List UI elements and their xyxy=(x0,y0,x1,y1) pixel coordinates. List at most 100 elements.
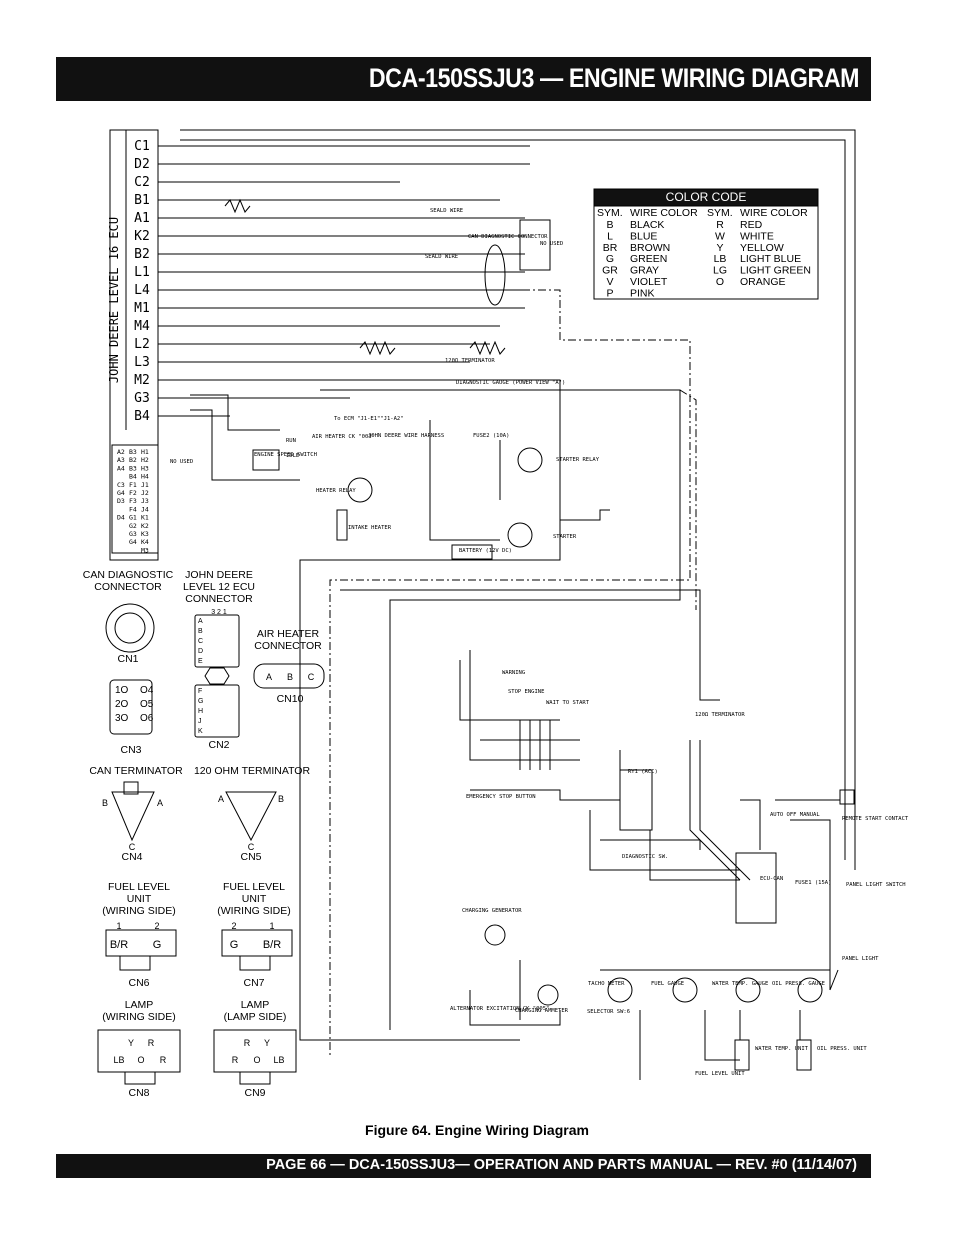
cn10-pin: C xyxy=(308,672,315,682)
cn4-id: CN4 xyxy=(121,851,142,863)
cn7-num: 1 xyxy=(269,921,274,931)
cn9-label: (LAMP SIDE) xyxy=(224,1011,287,1023)
cn9-pin: R xyxy=(232,1055,239,1065)
cn1-outer xyxy=(105,603,155,653)
label-water-temp-unit: WATER TEMP. UNIT xyxy=(755,1046,809,1052)
cn2-cols: 3 2 1 xyxy=(211,609,227,616)
cn2-label: JOHN DEERE xyxy=(185,569,253,581)
ecu-grid-cell: H1 xyxy=(141,448,149,456)
cn2-row: G xyxy=(198,698,203,705)
color-code-cell: W xyxy=(715,230,725,242)
cn1-label: CAN DIAGNOSTIC xyxy=(83,569,174,581)
cn2-row: F xyxy=(198,688,202,695)
label-selector-sw: SELECTOR SW:6 xyxy=(587,1009,630,1015)
cn10-frame xyxy=(253,663,325,689)
cn7-label: FUEL LEVEL xyxy=(223,881,285,893)
cn3-frame xyxy=(109,679,153,735)
label-no-used-2: NO USED xyxy=(540,241,563,247)
ecu-pin-B2: B2 xyxy=(134,247,150,262)
cn8-label: LAMP xyxy=(125,999,154,1011)
ecu-grid-cell: C3 xyxy=(117,481,125,489)
label-emergency-stop: EMERGENCY STOP BUTTON xyxy=(466,794,536,800)
cn2-label: CONNECTOR xyxy=(185,593,253,605)
color-code-cell: GRAY xyxy=(630,265,659,277)
color-code-cell: P xyxy=(606,287,613,299)
ecu-grid-cell: J3 xyxy=(141,497,149,505)
ecu-grid-cell: B3 xyxy=(129,464,137,472)
label-charging-ammeter: CHARGING AMMETER xyxy=(515,1008,569,1014)
cn3-pin: O4 xyxy=(140,685,154,696)
color-code-cell: GR xyxy=(602,265,618,277)
cn9-pin: Y xyxy=(264,1038,270,1048)
ecu-grid-cell: B4 xyxy=(129,473,137,481)
cn3-pin: O6 xyxy=(140,713,154,724)
label-jd-harness: JOHN DEERE WIRE HARNESS xyxy=(368,433,444,439)
color-code-cell: BROWN xyxy=(630,242,670,254)
cn6-num: 1 xyxy=(116,921,121,931)
cn10-label: CONNECTOR xyxy=(254,640,322,652)
cn7-id: CN7 xyxy=(243,977,264,989)
ecu-pin-M4: M4 xyxy=(134,319,150,334)
cn2-frame-bottom xyxy=(194,684,240,738)
cn10-label: AIR HEATER xyxy=(257,628,320,640)
title-bar: DCA-150SSJU3 — ENGINE WIRING DIAGRAM xyxy=(56,57,871,101)
color-code-cell: GREEN xyxy=(630,253,667,265)
ecu-grid-cell: A4 xyxy=(117,464,125,472)
ecu-pin-A1: A1 xyxy=(134,211,150,226)
cn6-label: UNIT xyxy=(127,893,152,905)
color-code-cell: LIGHT GREEN xyxy=(740,265,811,277)
label-wait-to-start: WAIT TO START xyxy=(546,700,590,706)
label-panel-light: PANEL LIGHT xyxy=(842,956,879,962)
ecu-pin-B4: B4 xyxy=(134,409,150,424)
ecu-grid-cell: H3 xyxy=(141,464,149,472)
cn3-pin: O5 xyxy=(140,699,154,710)
label-fuse1: FUSE1 (15A) xyxy=(795,880,831,886)
cn2-row: B xyxy=(198,628,203,635)
cn5-pin-a: A xyxy=(218,794,224,804)
cn8-frame xyxy=(97,1029,181,1073)
cn6-pin: G xyxy=(153,939,162,951)
label-starter: STARTER xyxy=(553,534,577,540)
label-shield-wire-2: SEALD WIRE xyxy=(425,254,458,260)
color-code-cell: R xyxy=(716,219,724,231)
ecu-grid-cell: G4 xyxy=(117,489,125,497)
color-code-cell: YELLOW xyxy=(740,242,784,254)
cn6-id: CN6 xyxy=(128,977,149,989)
cn3-pin: 2O xyxy=(115,699,129,710)
color-code-cell: ORANGE xyxy=(740,276,786,288)
ecu-not-used: NO USED xyxy=(170,459,193,465)
cn2-row: E xyxy=(198,658,203,665)
ecu-grid-cell: K1 xyxy=(141,514,149,522)
cn2-id: CN2 xyxy=(208,739,229,751)
label-fuel-level-unit: FUEL LEVEL UNIT xyxy=(695,1071,745,1077)
ecu-grid-cell: K4 xyxy=(141,538,149,546)
ecu-grid-cell: A2 xyxy=(117,448,125,456)
cn9-frame xyxy=(213,1029,297,1073)
cn8-label: (WIRING SIDE) xyxy=(102,1011,176,1023)
ecu-pin-L3: L3 xyxy=(134,355,150,370)
ecu-grid-cell: D4 xyxy=(117,514,125,522)
cn10-pin: B xyxy=(287,672,293,682)
figure-caption: Figure 64. Engine Wiring Diagram xyxy=(365,1122,589,1138)
label-panel-light-switch: PANEL LIGHT SWITCH xyxy=(846,882,906,888)
cn4-pin-a: A xyxy=(157,798,163,808)
label-to-ecm: To ECM "J1-E1""J1-A2" xyxy=(334,416,404,422)
cn2-row: K xyxy=(198,728,203,735)
ecu-label: JOHN DEERE LEVEL 16 ECU xyxy=(107,217,121,383)
cn2-frame-top xyxy=(194,614,240,668)
ecu-pin-L1: L1 xyxy=(134,265,150,280)
cn6-label: (WIRING SIDE) xyxy=(102,905,176,917)
cn4-shape xyxy=(111,791,155,842)
cn9-label: LAMP xyxy=(241,999,270,1011)
color-code-cell: Y xyxy=(716,242,723,254)
cn2-label: LEVEL 12 ECU xyxy=(183,581,255,593)
cn2-row: J xyxy=(198,718,202,725)
ecu-grid-cell: G1 xyxy=(129,514,137,522)
color-code-header: SYM. xyxy=(707,207,733,219)
color-code-cell: LIGHT BLUE xyxy=(740,253,801,265)
ecu-grid-cell: G2 xyxy=(129,522,137,530)
ecu-grid-cell: B2 xyxy=(129,456,137,464)
ecu-pin-M1: M1 xyxy=(134,301,150,316)
cn2-row: C xyxy=(198,638,203,645)
label-run: RUN xyxy=(286,438,296,444)
